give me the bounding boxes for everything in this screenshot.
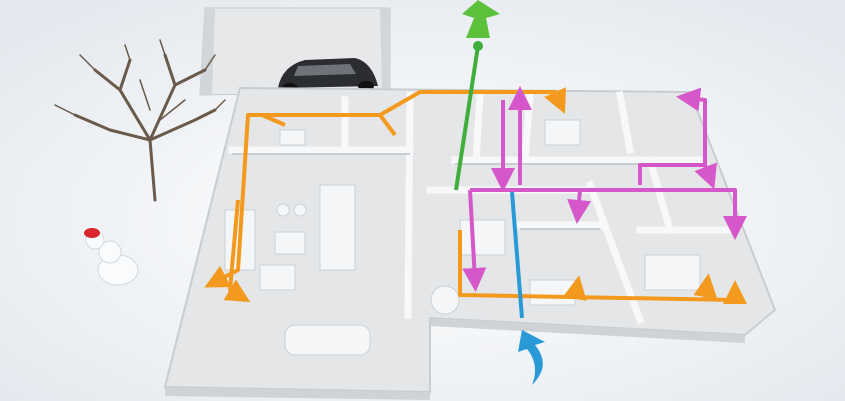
interior-walls — [228, 90, 739, 325]
bed-3 — [529, 279, 576, 306]
exhaust-duct — [454, 0, 500, 191]
rug — [274, 231, 306, 255]
extract-ducts — [462, 86, 747, 292]
dining-table — [284, 324, 371, 356]
front-wall — [165, 387, 430, 400]
supply-ducts — [204, 87, 747, 304]
sofa — [319, 184, 356, 271]
armchair — [259, 264, 296, 291]
garage — [199, 7, 391, 96]
desk — [279, 129, 306, 146]
front-wall-right — [430, 318, 745, 343]
tree — [54, 39, 226, 202]
fresh-air-duct — [510, 191, 545, 385]
round-table — [430, 285, 460, 315]
exhaust-arrow — [462, 0, 500, 38]
snowman-hat — [84, 228, 100, 238]
bed-2 — [644, 254, 701, 291]
bed-1 — [544, 119, 581, 146]
snowman — [84, 228, 139, 286]
kitchen-counter — [459, 219, 506, 256]
fresh-air-arrow — [518, 330, 545, 385]
